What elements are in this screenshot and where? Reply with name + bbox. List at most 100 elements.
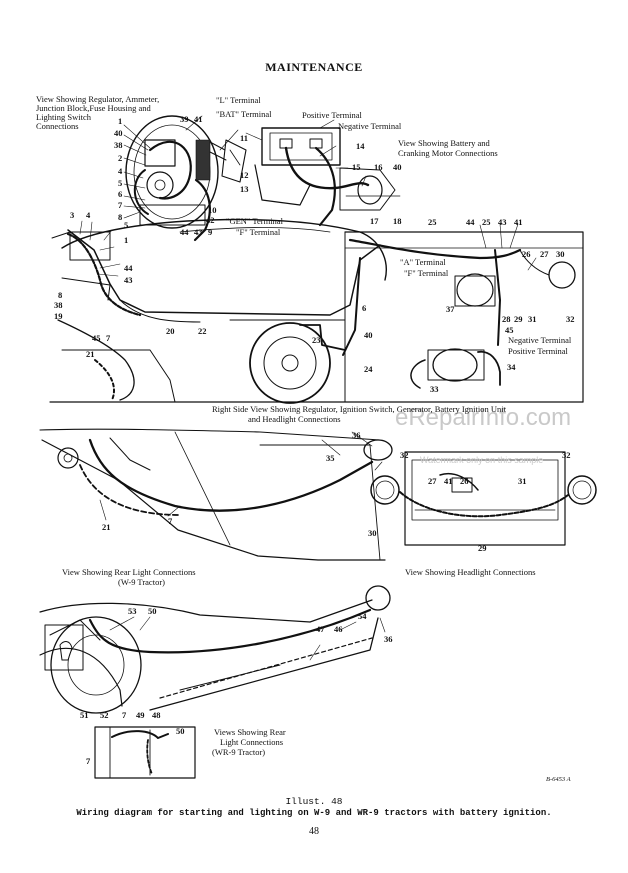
rear-light-w9-caption: View Showing Rear Light Connections (W-9…: [62, 567, 196, 587]
svg-text:52: 52: [100, 710, 109, 720]
svg-text:4: 4: [86, 210, 91, 220]
svg-text:and Headlight Connections: and Headlight Connections: [248, 414, 341, 424]
svg-text:41: 41: [514, 217, 523, 227]
regulator-closeup-drawing: [125, 115, 247, 242]
rear-light-wr9-caption: Views Showing Rear Light Connections (WR…: [212, 727, 286, 757]
rear-light-w9-drawing: [39, 428, 393, 561]
svg-text:1: 1: [118, 116, 122, 126]
svg-text:43: 43: [124, 275, 133, 285]
svg-text:43: 43: [194, 227, 203, 237]
negative-terminal-top-label: Negative Terminal: [338, 121, 402, 131]
svg-text:5: 5: [118, 178, 122, 188]
svg-text:25: 25: [428, 217, 437, 227]
regulator-view-caption: View Showing Regulator, Ammeter, Junctio…: [36, 94, 159, 131]
battery-view-caption: View Showing Battery and Cranking Motor …: [398, 138, 498, 158]
negative-terminal-right-label: Negative Terminal: [508, 335, 572, 345]
svg-text:12: 12: [240, 170, 249, 180]
svg-text:42: 42: [206, 215, 215, 225]
bat-terminal-label: "BAT" Terminal: [216, 109, 272, 119]
svg-text:Lighting Switch: Lighting Switch: [36, 112, 92, 122]
battery-closeup-drawing: [254, 127, 401, 227]
svg-text:34: 34: [507, 362, 516, 372]
svg-text:7: 7: [118, 200, 123, 210]
svg-text:Light Connections: Light Connections: [220, 737, 283, 747]
svg-text:17: 17: [370, 216, 379, 226]
svg-text:16: 16: [374, 162, 383, 172]
terminal-labels: "L" Terminal "BAT" Terminal Positive Ter…: [216, 95, 572, 356]
svg-text:View Showing Headlight Connect: View Showing Headlight Connections: [405, 567, 536, 577]
svg-text:45: 45: [92, 333, 101, 343]
svg-text:40: 40: [393, 162, 402, 172]
svg-text:4: 4: [118, 166, 123, 176]
svg-text:30: 30: [368, 528, 377, 538]
svg-text:32: 32: [566, 314, 575, 324]
svg-text:7: 7: [86, 756, 91, 766]
battery-callouts: 12 13 14 15 16 40 17 18: [240, 141, 402, 226]
svg-text:44: 44: [180, 227, 189, 237]
illustration-caption: Wiring diagram for starting and lighting…: [76, 808, 552, 818]
rear-wr9-callouts: 53 50 54 47 46 36 51 52 7 49 48 50 7: [80, 606, 393, 766]
svg-text:10: 10: [208, 205, 217, 215]
svg-text:38: 38: [114, 140, 123, 150]
positive-terminal-right-label: Positive Terminal: [508, 346, 569, 356]
svg-text:7: 7: [122, 710, 127, 720]
svg-text:44: 44: [124, 263, 133, 273]
svg-text:50: 50: [148, 606, 157, 616]
svg-text:6: 6: [118, 189, 122, 199]
svg-text:19: 19: [54, 311, 63, 321]
rear-light-wr9-drawing: [39, 585, 391, 714]
svg-text:Junction Block,Fuse Housing an: Junction Block,Fuse Housing and: [36, 103, 151, 113]
svg-text:6: 6: [362, 303, 366, 313]
svg-text:14: 14: [356, 141, 365, 151]
svg-text:View Showing Regulator, Ammete: View Showing Regulator, Ammeter,: [36, 94, 159, 104]
svg-text:9: 9: [208, 227, 212, 237]
watermark-sub: Watermark only on this sample: [420, 455, 543, 465]
svg-text:(W-9 Tractor): (W-9 Tractor): [118, 577, 165, 587]
svg-text:Connections: Connections: [36, 121, 79, 131]
svg-text:20: 20: [166, 326, 175, 336]
headlight-callouts: 32 32 27 41 26 31 30 29: [368, 450, 571, 553]
svg-text:27: 27: [428, 476, 437, 486]
svg-text:21: 21: [102, 522, 111, 532]
svg-text:36: 36: [384, 634, 393, 644]
svg-text:7: 7: [106, 333, 111, 343]
svg-text:29: 29: [514, 314, 523, 324]
svg-text:33: 33: [430, 384, 439, 394]
svg-text:46: 46: [334, 624, 343, 634]
side-view-callouts: 3 4 5 1 44 43 8 38 19 45 7 6 20 22 21 23…: [54, 210, 575, 394]
svg-text:29: 29: [478, 543, 487, 553]
svg-text:5: 5: [124, 220, 128, 230]
svg-text:36: 36: [352, 430, 361, 440]
f-terminal-left-label: "F" Terminal: [236, 227, 281, 237]
svg-text:View Showing Rear Light Connec: View Showing Rear Light Connections: [62, 567, 196, 577]
svg-text:8: 8: [118, 212, 122, 222]
svg-text:View Showing Battery and: View Showing Battery and: [398, 138, 491, 148]
f-terminal-right-label: "F" Terminal: [404, 268, 449, 278]
wr9-inset-drawing: [94, 726, 196, 779]
headlight-view-caption: View Showing Headlight Connections: [405, 567, 536, 577]
gen-terminal-label: "GEN" Terminal: [226, 216, 284, 226]
svg-text:28: 28: [502, 314, 511, 324]
page-title: MAINTENANCE: [265, 60, 363, 74]
svg-text:37: 37: [446, 304, 455, 314]
svg-text:18: 18: [393, 216, 402, 226]
svg-text:Views Showing Rear: Views Showing Rear: [214, 727, 286, 737]
rear-w9-callouts: 36 35 21 7: [102, 430, 361, 532]
svg-text:44: 44: [466, 217, 475, 227]
svg-text:40: 40: [114, 128, 123, 138]
svg-text:30: 30: [556, 249, 565, 259]
watermark-main: eRepairInfo.com: [395, 404, 571, 431]
svg-text:27: 27: [540, 249, 549, 259]
headlight-view-drawing: [370, 451, 597, 546]
svg-text:21: 21: [86, 349, 95, 359]
svg-text:48: 48: [152, 710, 161, 720]
svg-text:40: 40: [364, 330, 373, 340]
svg-text:50: 50: [176, 726, 185, 736]
svg-text:22: 22: [198, 326, 207, 336]
svg-text:45: 45: [505, 325, 514, 335]
svg-text:26: 26: [522, 249, 531, 259]
svg-text:2: 2: [118, 153, 122, 163]
svg-text:15: 15: [352, 162, 361, 172]
svg-text:54: 54: [358, 611, 367, 621]
